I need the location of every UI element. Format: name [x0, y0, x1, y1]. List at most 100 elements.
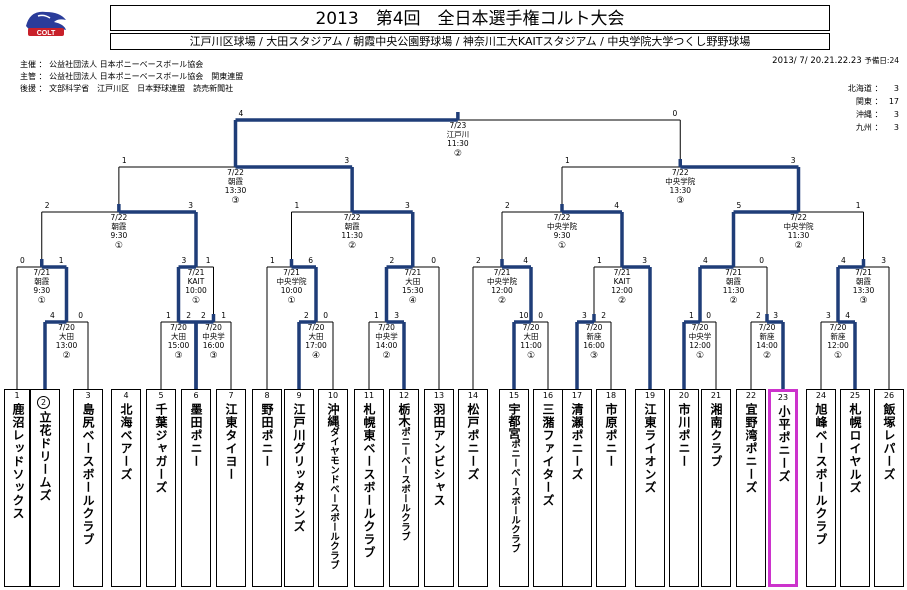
team-name: 宜野湾ポニーズ — [744, 403, 758, 494]
game-label: ① — [696, 351, 704, 361]
team-name: 飯塚レパーズ — [882, 403, 896, 481]
team-name: 湘南クラブ — [709, 403, 723, 468]
organizer-line: 主管 ： 公益社団法人 日本ポニーベースボール協会 関東連盟 — [20, 72, 244, 81]
game-label: 13:30 — [225, 186, 247, 195]
game-label: 2 — [756, 311, 761, 320]
team-number: 10 — [327, 391, 339, 400]
team-number: 6 — [193, 391, 199, 400]
team-name: 松戸ポニーズ — [466, 403, 480, 481]
game-label: 12:00 — [491, 286, 513, 295]
game-label: 1 — [122, 156, 127, 165]
game-label: 1 — [270, 256, 275, 265]
team-name: 市原ポニー — [604, 403, 618, 468]
team-slot: 16 三潴ファイターズ — [533, 389, 563, 587]
game-label: ② — [763, 351, 771, 361]
game-label: 2 — [390, 256, 395, 265]
game-label: 0 — [20, 256, 25, 265]
game-label: 0 — [538, 311, 543, 320]
game-label: ③ — [590, 351, 598, 361]
game-label: 11:30 — [788, 231, 810, 240]
game-label: 1 — [59, 256, 64, 265]
team-number: 16 — [542, 391, 554, 400]
team-name: 清瀬ポニーズ — [570, 403, 584, 481]
game-label: 7/22 — [344, 213, 361, 222]
game-label: ③ — [231, 196, 239, 206]
game-label: 15:00 — [168, 341, 190, 350]
support-line: 後援 ： 文部科学省 江戸川区 日本野球連盟 読売新聞社 — [20, 84, 234, 93]
team-number: 9 — [296, 391, 302, 400]
game-label: 7/20 — [205, 323, 222, 332]
game-label: 2 — [505, 201, 510, 210]
team-number: 11 — [363, 391, 375, 400]
game-label: 0 — [431, 256, 436, 265]
game-label: 大田 — [171, 331, 186, 341]
team-slot: 18 市原ポニー — [596, 389, 626, 587]
game-label: 16:00 — [203, 341, 225, 350]
game-label: 3 — [394, 311, 399, 320]
game-label: 10 — [519, 311, 529, 320]
game-label: 10:00 — [185, 286, 207, 295]
game-label: 3 — [791, 156, 796, 165]
game-label: 1 — [597, 256, 602, 265]
game-label: ① — [38, 296, 46, 306]
game-label: 1 — [206, 256, 211, 265]
game-label: 3 — [642, 256, 647, 265]
game-label: 9:30 — [33, 286, 50, 295]
game-label: 朝霞 — [228, 177, 243, 186]
team-name: 立花ドリームズ — [38, 411, 52, 502]
team-name: 江東タイヨー — [224, 403, 238, 481]
game-label: 2 — [201, 311, 206, 320]
game-label: 17:00 — [305, 341, 327, 350]
team-name: 宇都宮ポニーベースボールクラブ — [507, 403, 521, 553]
team-number: 14 — [467, 391, 479, 400]
game-label: 7/20 — [523, 323, 540, 332]
game-label: 7/22 — [790, 213, 807, 222]
game-label: 大田 — [524, 331, 539, 341]
team-name: 北海ベアーズ — [119, 403, 133, 481]
game-label: 4 — [841, 256, 846, 265]
game-label: 7/22 — [672, 168, 689, 177]
team-name: 旭峰ベースボールクラブ — [814, 403, 828, 546]
game-label: 大田 — [309, 331, 324, 341]
game-label: 0 — [323, 311, 328, 320]
game-label: ② — [348, 241, 356, 251]
game-label: 中央学院 — [784, 221, 814, 231]
game-label: 3 — [188, 201, 193, 210]
game-label: 16:00 — [583, 341, 605, 350]
game-label: 7/21 — [614, 268, 631, 277]
team-number: 2 — [37, 396, 50, 409]
region-count: 九州 ： 3 — [855, 123, 899, 132]
game-label: ④ — [409, 296, 417, 306]
game-label: 1 — [374, 311, 379, 320]
game-label: 7/21 — [494, 268, 511, 277]
game-label: ③ — [859, 296, 867, 306]
game-label: 7/20 — [378, 323, 395, 332]
game-label: 2 — [304, 311, 309, 320]
team-name: 札幌東ベースボールクラブ — [362, 403, 376, 559]
team-number: 1 — [14, 391, 20, 400]
game-label: ④ — [312, 351, 320, 361]
game-label: 朝霞 — [345, 222, 360, 231]
game-label: 11:30 — [447, 139, 469, 148]
team-number: 26 — [883, 391, 895, 400]
game-label: ② — [618, 296, 626, 306]
game-label: ③ — [676, 196, 684, 206]
game-label: ③ — [209, 351, 217, 361]
team-name: 羽田アンビシャス — [432, 403, 446, 507]
game-label: 13:30 — [853, 286, 875, 295]
team-name: 千葉ジャガーズ — [154, 403, 168, 494]
team-number: 18 — [605, 391, 617, 400]
team-name: 島尻ベースボールクラブ — [81, 403, 95, 546]
game-label: 1 — [856, 201, 861, 210]
game-label: 中央学院 — [277, 276, 307, 286]
game-label: 新座 — [760, 331, 775, 341]
game-label: KAIT — [614, 277, 631, 286]
team-name: 三潴ファイターズ — [541, 403, 555, 507]
team-name: 市川ポニー — [677, 403, 691, 468]
